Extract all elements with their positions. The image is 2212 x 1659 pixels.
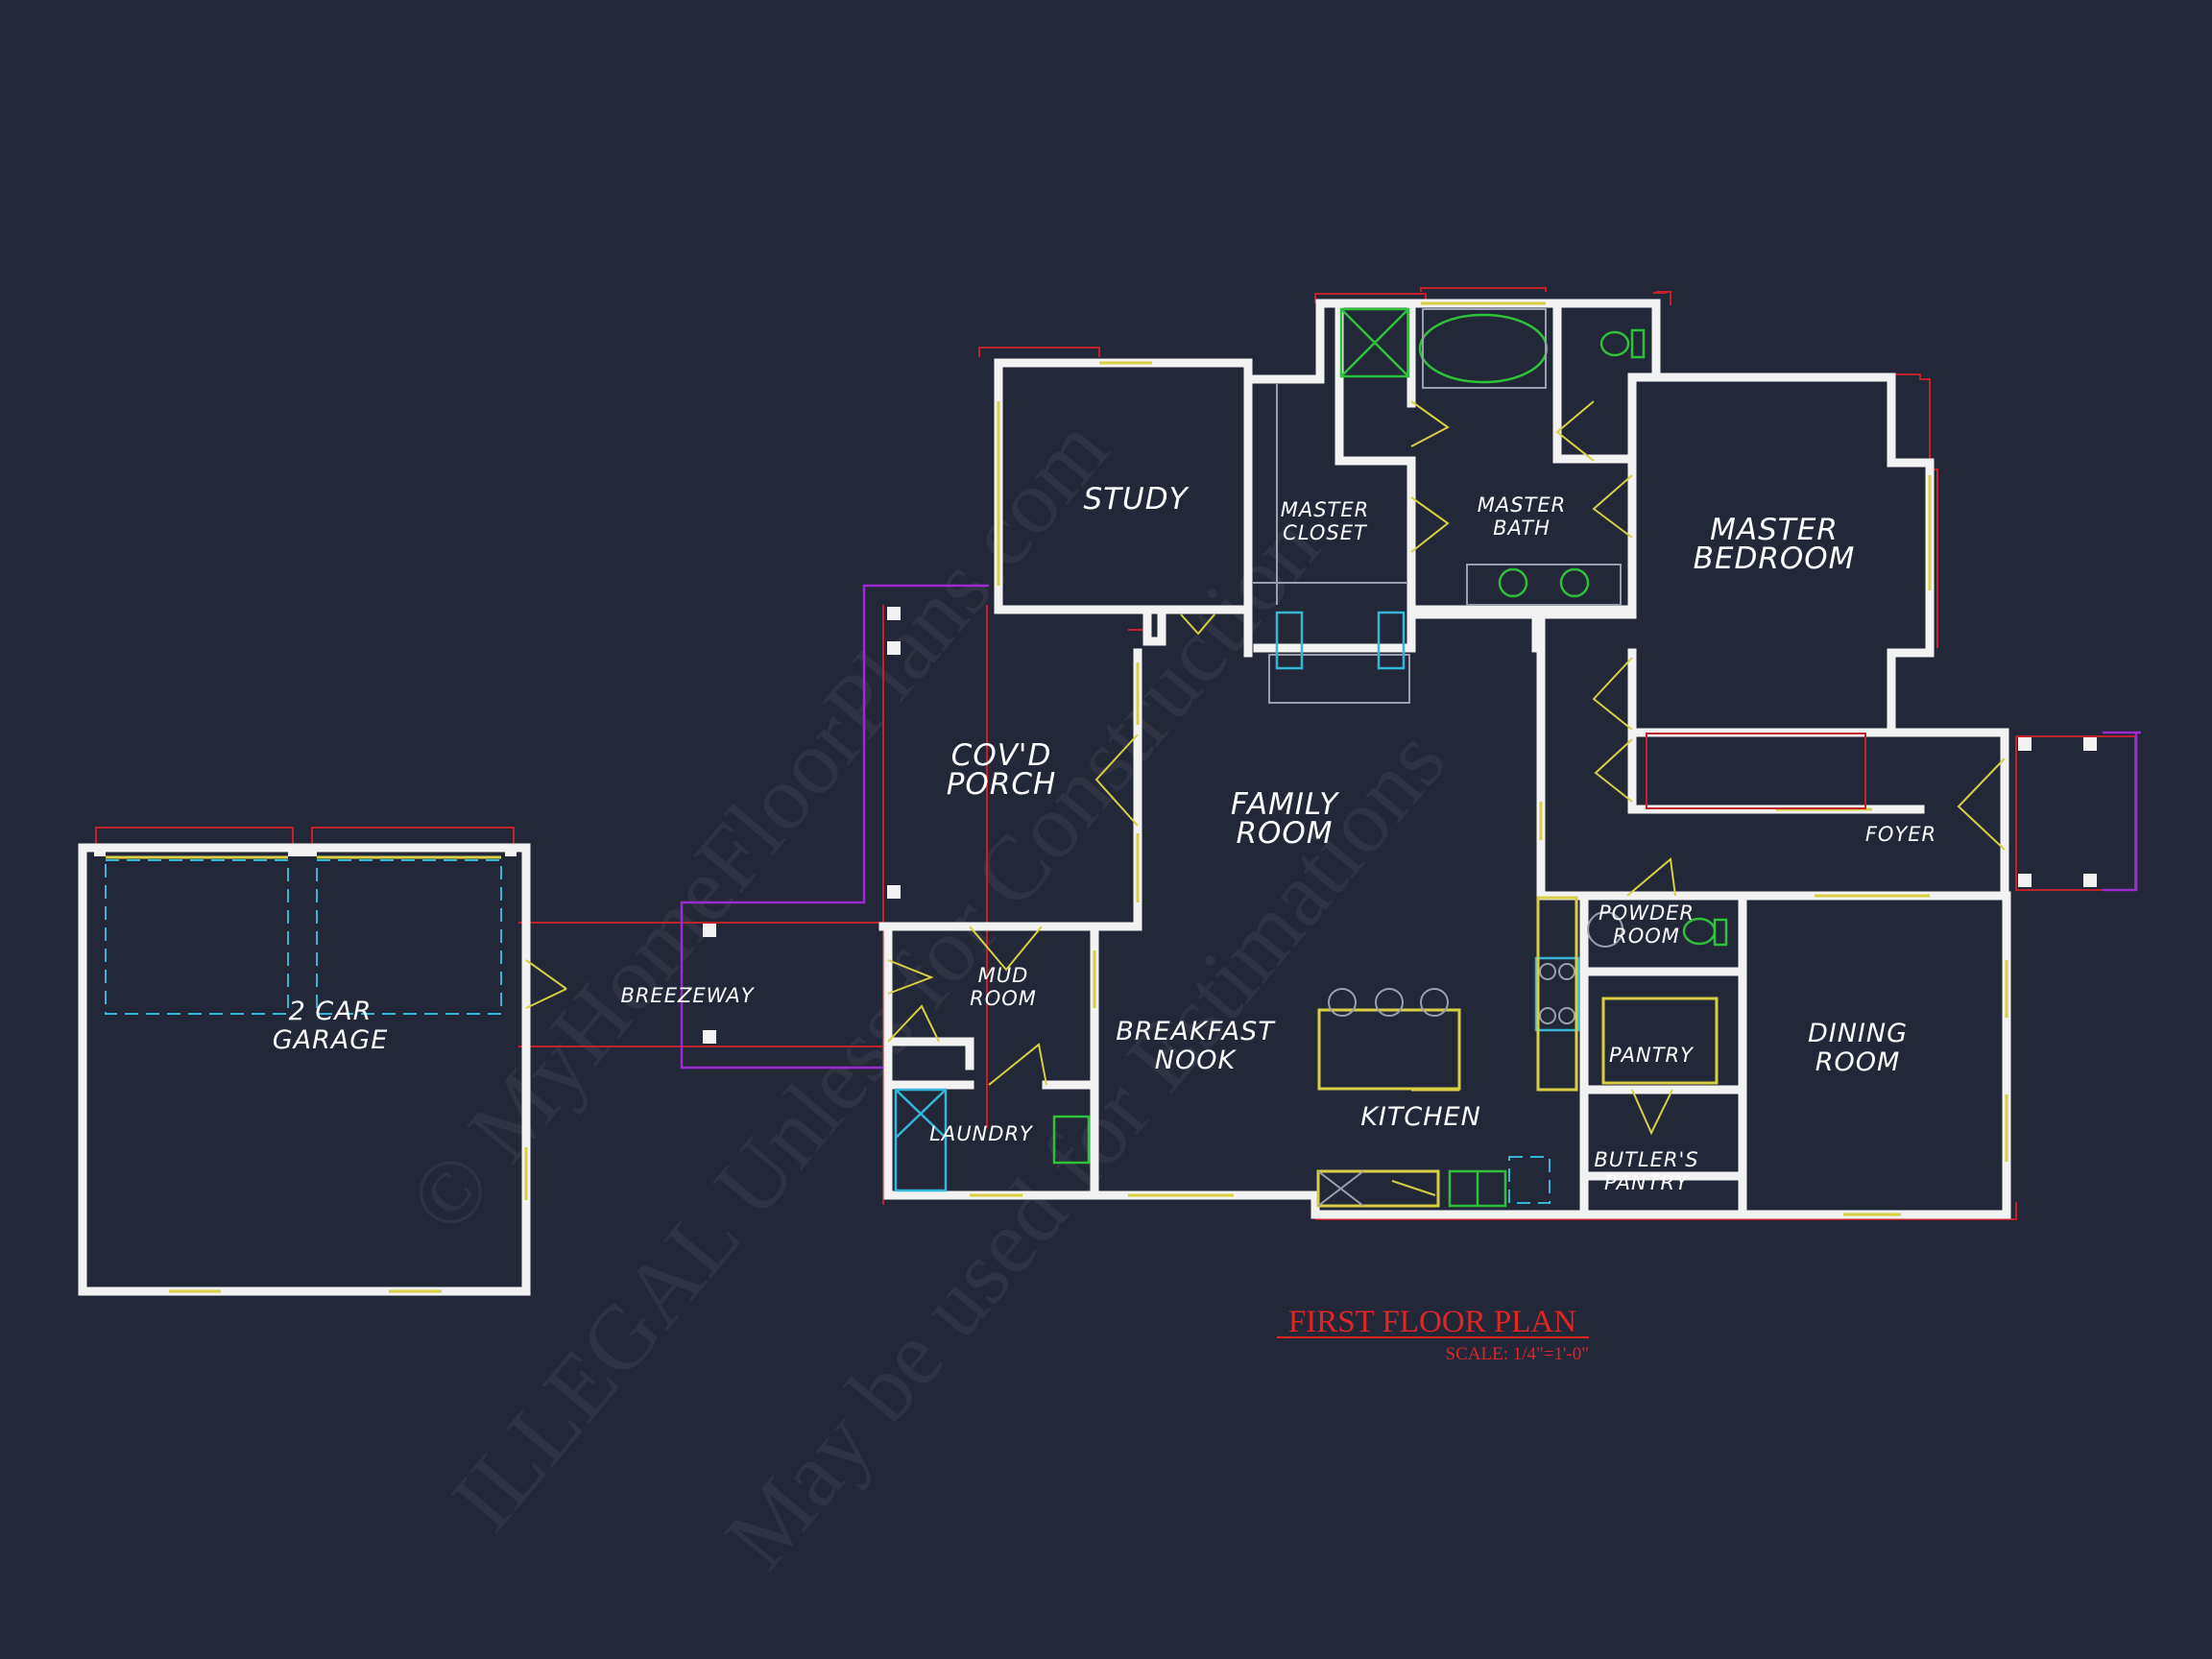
label-garage-2: GARAGE: [273, 1025, 389, 1055]
label-breakfast-nook-2: NOOK: [1155, 1046, 1238, 1075]
label-covd-porch-1: COV'D: [951, 738, 1052, 773]
label-powder-room-2: ROOM: [1613, 925, 1680, 948]
label-dining-room-2: ROOM: [1815, 1047, 1901, 1077]
label-family-room-2: ROOM: [1236, 816, 1333, 851]
plan-scale: SCALE: 1/4"=1'-0": [1446, 1344, 1589, 1364]
label-butlers-pantry-1: BUTLER'S: [1594, 1148, 1698, 1171]
label-mud-room-1: MUD: [978, 964, 1029, 987]
label-master-bedroom-2: BEDROOM: [1694, 541, 1856, 576]
label-covd-porch-2: PORCH: [947, 767, 1057, 802]
room-labels: STUDY MASTER CLOSET MASTER BATH MASTER B…: [273, 482, 1936, 1194]
label-pantry: PANTRY: [1609, 1044, 1695, 1067]
label-master-bath-1: MASTER: [1478, 493, 1567, 517]
label-dining-room-1: DINING: [1808, 1019, 1908, 1048]
label-laundry: LAUNDRY: [929, 1122, 1034, 1145]
label-breezeway: BREEZEWAY: [620, 984, 755, 1007]
label-kitchen: KITCHEN: [1360, 1102, 1481, 1132]
label-family-room-1: FAMILY: [1231, 787, 1339, 822]
fixtures: [94, 307, 2097, 1208]
label-master-bath-2: BATH: [1493, 517, 1551, 540]
watermark: © MyHomeFloorPlans.com ILLEGAL Unless fo…: [388, 398, 1464, 1588]
label-garage-1: 2 CAR: [289, 997, 373, 1026]
staircase: [1646, 733, 1866, 809]
label-master-closet-1: MASTER: [1281, 498, 1370, 521]
label-master-bedroom-1: MASTER: [1710, 513, 1839, 547]
plan-title: FIRST FLOOR PLAN: [1288, 1305, 1576, 1339]
label-foyer: FOYER: [1865, 823, 1936, 846]
label-master-closet-2: CLOSET: [1283, 521, 1368, 544]
label-mud-room-2: ROOM: [970, 987, 1037, 1010]
title-block: FIRST FLOOR PLAN SCALE: 1/4"=1'-0": [1277, 1305, 1589, 1364]
label-breakfast-nook-1: BREAKFAST: [1116, 1017, 1276, 1046]
door-swings: [525, 400, 2006, 1196]
label-butlers-pantry-2: PANTRY: [1604, 1171, 1690, 1194]
label-study: STUDY: [1083, 482, 1189, 517]
breezeway-path: [680, 584, 2141, 1070]
label-powder-room-1: POWDER: [1599, 902, 1695, 925]
